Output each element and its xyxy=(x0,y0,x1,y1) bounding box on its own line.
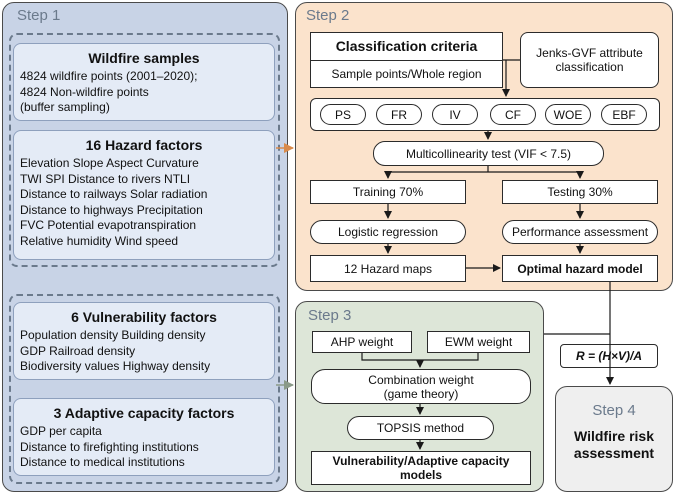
hazard-factor-line: Distance to railways Solar radiation xyxy=(20,187,208,201)
step4-label: Step 4 xyxy=(592,402,636,419)
vulnerability-factor-line: Biodiversity values Highway density xyxy=(20,359,211,373)
hazard-factor-line: TWI SPI Distance to rivers NTLI xyxy=(20,171,191,186)
hazard-factors-title: 16 Hazard factors xyxy=(85,137,203,153)
hazard-factor-line: Distance to highways Precipitation xyxy=(20,202,203,217)
hazard-maps-box: 12 Hazard maps xyxy=(310,255,466,282)
step3-label: Step 3 xyxy=(308,307,352,324)
adaptive-capacity-line: Distance to medical institutions xyxy=(20,455,185,469)
risk-formula: R = (H×V)/A xyxy=(575,349,642,363)
hazard-factor-line: Elevation Slope Aspect Curvature xyxy=(20,156,199,170)
risk-formula-box: R = (H×V)/A xyxy=(560,344,658,368)
method-woe: WOE xyxy=(545,104,591,125)
wildfire-samples-title: Wildfire samples xyxy=(88,50,200,66)
wildfire-samples-line: (buffer sampling) xyxy=(20,100,110,114)
vulnerability-factor-line: GDP Railroad density xyxy=(20,343,136,358)
topsis-method: TOPSIS method xyxy=(347,416,494,440)
wildfire-samples-card: Wildfire samples 4824 wildfire points (2… xyxy=(13,43,275,121)
adaptive-capacity-title: 3 Adaptive capacity factors xyxy=(53,405,235,421)
vulnerability-factors-card: 6 Vulnerability factors Population densi… xyxy=(13,302,275,380)
method-ps: PS xyxy=(320,104,366,125)
classification-criteria-title: Classification criteria xyxy=(311,33,502,61)
vulnerability-group xyxy=(9,294,280,484)
step4-panel: Step 4 Wildfire risk assessment xyxy=(555,386,673,492)
hazard-factor-line: FVC Potential evapotranspiration xyxy=(20,218,197,232)
multicollinearity-test: Multicollinearity test (VIF < 7.5) xyxy=(373,141,604,166)
adaptive-capacity-line: GDP per capita xyxy=(20,424,102,438)
vulnerability-factors-title: 6 Vulnerability factors xyxy=(71,309,217,325)
method-cf: CF xyxy=(490,104,536,125)
step2-label: Step 2 xyxy=(306,7,350,24)
adaptive-capacity-card: 3 Adaptive capacity factors GDP per capi… xyxy=(13,398,275,476)
vulnerability-factor-line: Population density Building density xyxy=(20,328,206,342)
wildfire-samples-line: 4824 Non-wildfire points xyxy=(20,84,149,99)
combination-weight-box: Combination weight (game theory) xyxy=(311,369,531,404)
ewm-weight-box: EWM weight xyxy=(427,331,530,353)
jenks-gvf-box: Jenks-GVF attribute classification xyxy=(520,32,659,88)
step4-title: Wildfire risk assessment xyxy=(573,428,655,461)
method-ebf: EBF xyxy=(601,104,647,125)
hazard-group xyxy=(9,33,280,267)
training-box: Training 70% xyxy=(310,180,466,204)
hazard-factor-line: Relative humidity Wind speed xyxy=(20,233,179,248)
performance-assessment: Performance assessment xyxy=(502,220,658,244)
wildfire-samples-line: 4824 wildfire points (2001–2020); xyxy=(20,69,198,83)
ahp-weight-box: AHP weight xyxy=(312,331,412,353)
classification-criteria-subtitle: Sample points/Whole region xyxy=(331,67,482,81)
logistic-regression: Logistic regression xyxy=(310,220,466,244)
adaptive-capacity-line: Distance to firefighting institutions xyxy=(20,439,199,454)
testing-box: Testing 30% xyxy=(502,180,658,204)
connector-weights-merge xyxy=(361,353,479,361)
connector-vif-split xyxy=(388,166,580,173)
hazard-factors-card: 16 Hazard factors Elevation Slope Aspect… xyxy=(13,130,275,260)
classification-criteria-box: Classification criteria Sample points/Wh… xyxy=(310,32,503,88)
step1-label: Step 1 xyxy=(17,7,61,24)
optimal-hazard-model-box: Optimal hazard model xyxy=(502,255,658,282)
method-iv: IV xyxy=(432,104,478,125)
vulnerability-adaptive-models-box: Vulnerability/Adaptive capacity models xyxy=(311,451,531,485)
method-fr: FR xyxy=(376,104,422,125)
